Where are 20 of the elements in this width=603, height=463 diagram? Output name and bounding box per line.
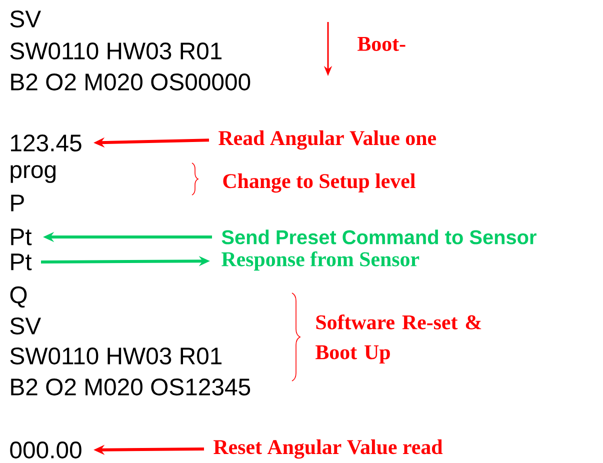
terminal-line: Pt bbox=[11, 254, 32, 270]
annotation-text: Reset Angular Value read bbox=[214, 439, 443, 459]
terminal-line: 000.00 bbox=[10, 442, 82, 458]
annotation-text: Send Preset Command to Sensor bbox=[222, 230, 536, 244]
terminal-line: SW0110 HW03 R01 bbox=[10, 42, 222, 60]
annotation-text: Change to Setup level bbox=[223, 173, 416, 193]
terminal-line: SW0110 HW03 R01 bbox=[10, 348, 222, 364]
terminal-line: SV bbox=[10, 318, 41, 334]
terminal-line: B2 O2 M020 OS12345 bbox=[11, 378, 250, 396]
annotation-text: Boot- bbox=[358, 37, 406, 51]
annotation-text: Software Re-set & Boot Up bbox=[316, 314, 482, 364]
terminal-line: SV bbox=[10, 10, 41, 28]
terminal-line: 123.45 bbox=[11, 134, 82, 152]
terminal-line: prog bbox=[10, 165, 56, 183]
terminal-line: P bbox=[11, 194, 24, 212]
terminal-line: B2 O2 M020 OS00000 bbox=[11, 74, 250, 90]
annotation-text: Response from Sensor bbox=[222, 251, 420, 271]
annotation-text: Read Angular Value one bbox=[218, 130, 436, 150]
terminal-line: Q bbox=[10, 286, 27, 308]
terminal-line: Pt bbox=[11, 228, 32, 246]
